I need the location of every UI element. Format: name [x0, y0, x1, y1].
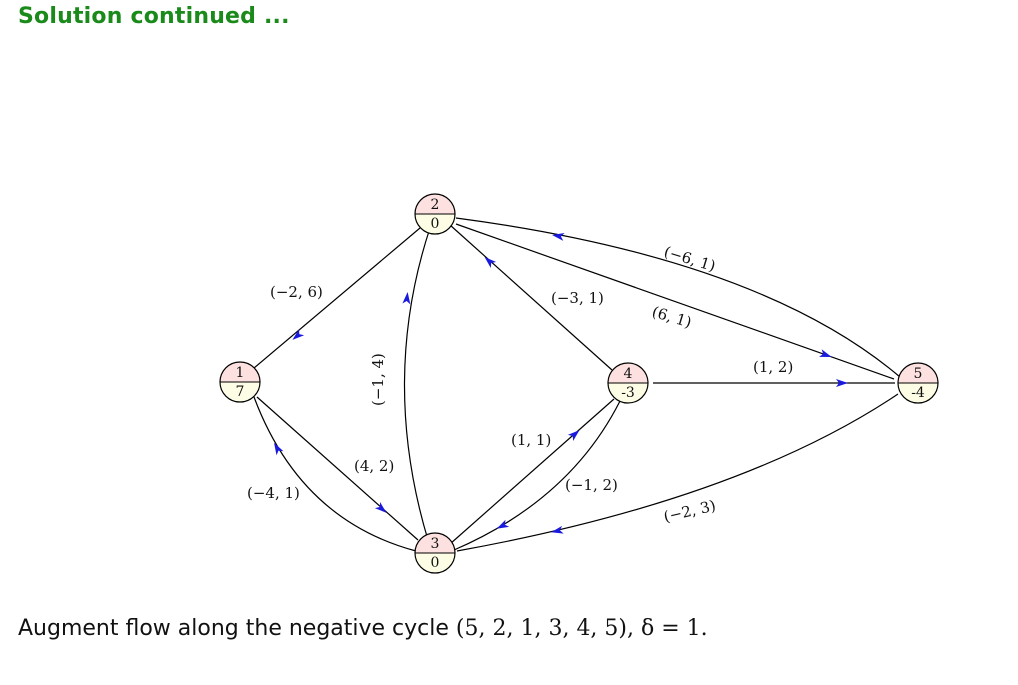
arrow-5-2: [552, 232, 565, 241]
edge-3-4: [449, 398, 615, 545]
edge-label-3-1: (−4, 1): [247, 484, 300, 502]
arrow-3-1: [274, 442, 284, 456]
node-5-label: 5: [914, 366, 923, 382]
arrow-1-3: [374, 502, 387, 513]
node-2: 2 0: [414, 193, 456, 235]
caption: Augment flow along the negative cycle (5…: [18, 616, 708, 641]
node-2-label: 2: [431, 197, 440, 213]
edge-3-1: [253, 396, 417, 552]
arrow-2-5: [819, 349, 832, 357]
caption-math: (5, 2, 1, 3, 4, 5), δ = 1.: [455, 616, 708, 641]
node-5: 5 -4: [897, 362, 939, 404]
edge-label-2-5: (6, 1): [650, 303, 694, 332]
node-1-value: 7: [236, 384, 245, 400]
edge-1-3: [256, 396, 419, 541]
arrow-4-3: [496, 519, 510, 529]
edge-label-3-4: (1, 1): [511, 431, 551, 449]
node-3-value: 0: [431, 555, 440, 571]
caption-text: Augment flow along the negative cycle: [18, 616, 449, 641]
node-5-value: -4: [911, 385, 925, 401]
arrow-2-1: [292, 329, 305, 340]
arrow-3-2: [402, 292, 411, 305]
edge-2-1: [253, 227, 421, 369]
edge-label-3-2: (−1, 4): [369, 353, 387, 406]
arrow-4-2: [484, 256, 497, 268]
node-4: 4 -3: [607, 362, 649, 404]
node-2-value: 0: [431, 216, 440, 232]
node-4-value: -3: [621, 385, 635, 401]
edge-label-4-3: (−1, 2): [565, 476, 618, 494]
edge-5-3: [456, 393, 899, 552]
arrow-4-5: [836, 379, 848, 387]
node-3: 3 0: [414, 532, 456, 574]
node-1: 1 7: [219, 361, 261, 403]
node-1-label: 1: [236, 365, 245, 381]
slide-title: Solution continued ...: [18, 4, 290, 29]
edge-label-1-3: (4, 2): [354, 457, 394, 475]
edge-2-5: [455, 223, 895, 380]
flow-network-diagram: (−2, 6) (−4, 1) (4, 2) (−1, 4) (−3, 1) (…: [219, 193, 939, 574]
node-3-label: 3: [431, 536, 440, 552]
edge-label-5-3: (−2, 3): [662, 496, 718, 525]
edge-3-2: [403, 227, 431, 541]
edge-label-5-2: (−6, 1): [662, 243, 718, 276]
arrow-5-3: [551, 525, 564, 534]
edge-label-4-5: (1, 2): [753, 358, 793, 376]
edge-label-4-2: (−3, 1): [551, 289, 604, 307]
edge-label-2-1: (−2, 6): [270, 283, 323, 301]
edge-4-2: [449, 224, 613, 371]
node-4-label: 4: [624, 366, 633, 382]
arrow-3-4: [567, 430, 580, 441]
edge-5-2: [455, 217, 901, 378]
edge-4-3: [453, 400, 621, 551]
